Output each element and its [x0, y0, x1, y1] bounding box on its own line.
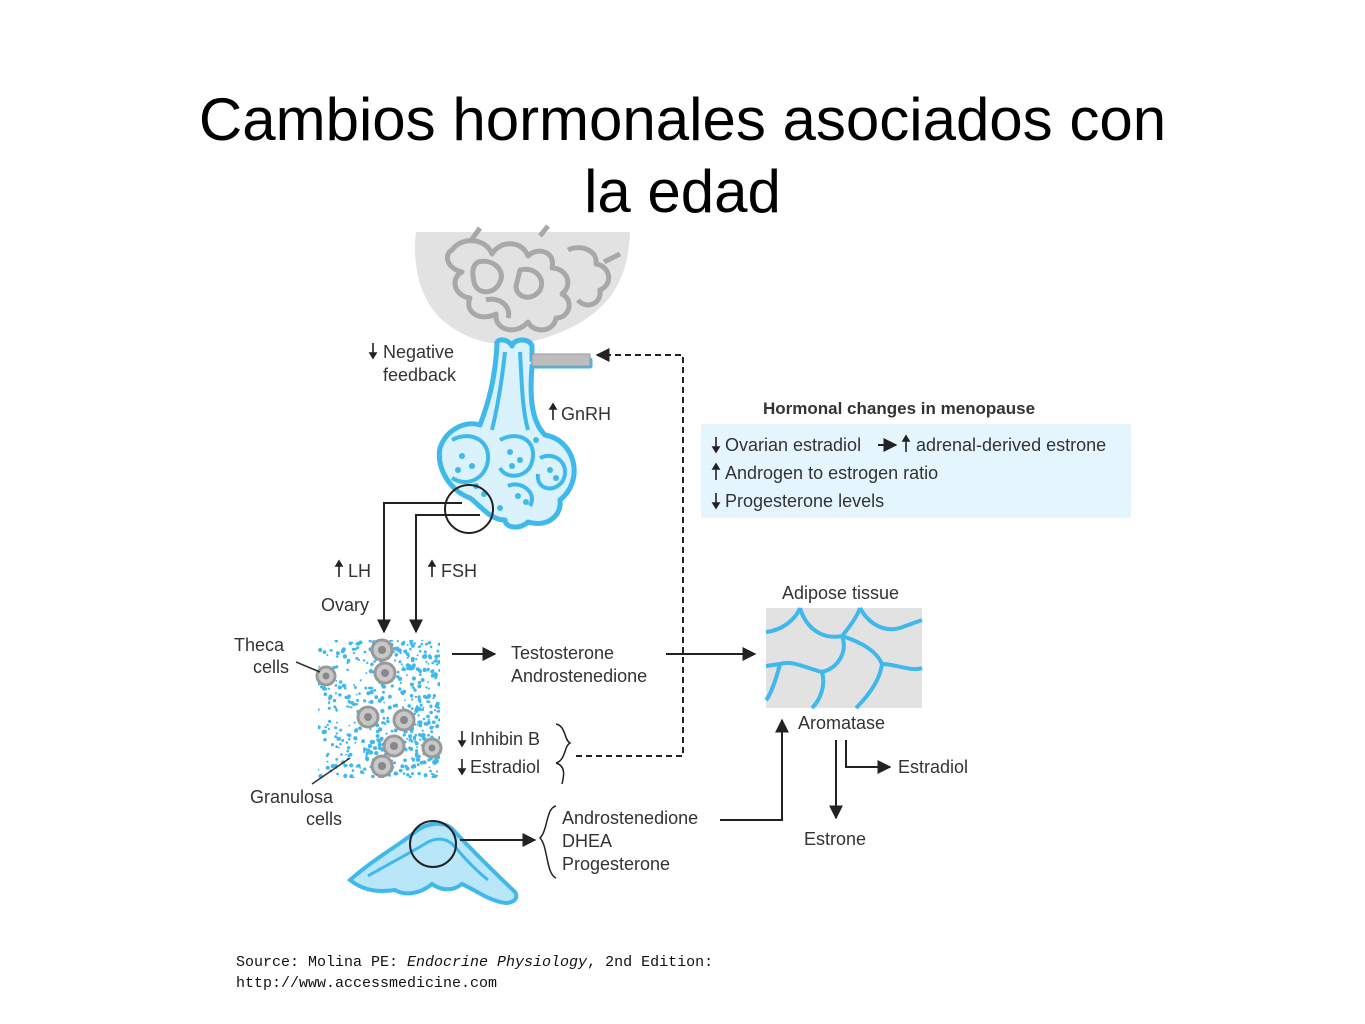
progesterone-label: Progesterone — [562, 854, 670, 874]
down-arrow-icon — [711, 437, 721, 454]
adrenal-to-aromatase-arrow — [720, 718, 789, 821]
fsh-label: FSH — [441, 561, 477, 581]
menopause-line-2: Androgen to estrogen ratio — [725, 463, 938, 483]
up-arrow-icon — [548, 402, 558, 420]
pathway-arrows — [377, 348, 898, 879]
granulosa-cells-label-2: cells — [306, 809, 342, 829]
slide-title: Cambios hormonales asociados con la edad — [0, 84, 1365, 228]
negative-feedback-label-1: Negative — [383, 342, 454, 362]
estrone-label: Estrone — [804, 829, 866, 849]
lh-arrow — [377, 502, 462, 634]
source-book-title: Endocrine Physiology — [407, 954, 588, 971]
hypothalamus-illustration — [415, 224, 630, 345]
inhibin-brace — [555, 723, 572, 785]
lh-label: LH — [348, 561, 371, 581]
estradiol-ovary-label: Estradiol — [470, 757, 540, 777]
indicator-arrows — [334, 343, 911, 776]
dhea-label: DHEA — [562, 831, 612, 851]
down-arrow-icon — [711, 493, 721, 510]
androstenedione-ovary-label: Androstenedione — [511, 666, 647, 686]
theca-cells-label-2: cells — [253, 657, 289, 677]
granulosa-cells-label-1: Granulosa — [250, 787, 334, 807]
up-arrow-icon — [427, 559, 437, 577]
testosterone-label: Testosterone — [511, 643, 614, 663]
inhibin-b-label: Inhibin B — [470, 729, 540, 749]
fsh-arrow — [409, 514, 480, 634]
menopause-line-3: Progesterone levels — [725, 491, 884, 511]
title-line-2: la edad — [584, 158, 781, 225]
menopause-line-1a: Ovarian estradiol — [725, 435, 861, 455]
down-arrow-icon — [368, 343, 378, 360]
ovary-tissue-illustration — [295, 638, 443, 785]
menopause-line-1b: adrenal-derived estrone — [916, 435, 1106, 455]
negative-feedback-dashed-arrow — [576, 348, 684, 757]
adipose-tissue-illustration — [764, 606, 923, 710]
source-citation: Source: Molina PE: Endocrine Physiology,… — [236, 954, 713, 971]
estradiol-output-label: Estradiol — [898, 757, 968, 777]
theca-cells-label-1: Theca — [234, 635, 285, 655]
up-arrow-icon — [711, 462, 721, 480]
adrenal-gland-illustration — [346, 820, 519, 905]
title-line-1: Cambios hormonales asociados con — [198, 86, 1167, 153]
aromatase-label: Aromatase — [798, 713, 885, 733]
up-arrow-icon — [901, 434, 911, 452]
down-arrow-icon — [457, 731, 467, 748]
pituitary-illustration — [436, 337, 593, 534]
source-url: http://www.accessmedicine.com — [236, 975, 497, 992]
menopause-box-heading: Hormonal changes in menopause — [763, 399, 1035, 418]
gnrh-label: GnRH — [561, 404, 611, 424]
source-prefix: Source: Molina PE: — [236, 954, 407, 971]
source-suffix: , 2nd Edition: — [587, 954, 713, 971]
up-arrow-icon — [334, 559, 344, 577]
diagram-labels: Negative feedback GnRH LH FSH Ovary Thec… — [234, 342, 1106, 992]
adrenal-brace — [538, 805, 557, 879]
ovary-label: Ovary — [321, 595, 369, 615]
negative-feedback-label-2: feedback — [383, 365, 457, 385]
down-arrow-icon — [457, 759, 467, 776]
menopause-changes-box — [701, 424, 1131, 518]
adipose-tissue-label: Adipose tissue — [782, 583, 899, 603]
androstenedione-adrenal-label: Androstenedione — [562, 808, 698, 828]
estradiol-arrow — [845, 740, 892, 774]
